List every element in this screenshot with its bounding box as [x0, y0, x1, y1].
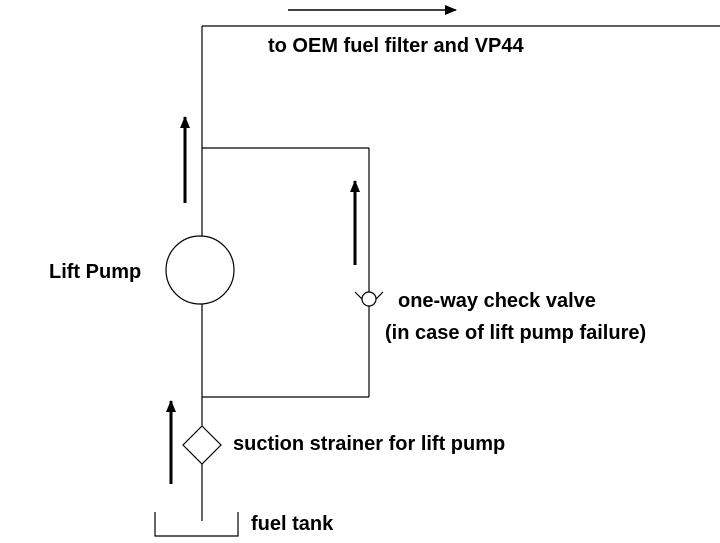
- lift-pump-label: Lift Pump: [49, 261, 142, 283]
- check-valve-ball-icon: [361, 291, 377, 307]
- check-valve-label: one-way check valve: [398, 290, 596, 312]
- strainer-label: suction strainer for lift pump: [233, 433, 506, 455]
- check-valve-note-label: (in case of lift pump failure): [385, 322, 647, 344]
- fuel-tank-icon: [154, 512, 239, 537]
- destination-label: to OEM fuel filter and VP44: [268, 35, 524, 57]
- lift-pump-icon: [165, 235, 235, 305]
- suction-strainer-icon: [182, 425, 222, 465]
- fuel-tank-label: fuel tank: [251, 513, 334, 535]
